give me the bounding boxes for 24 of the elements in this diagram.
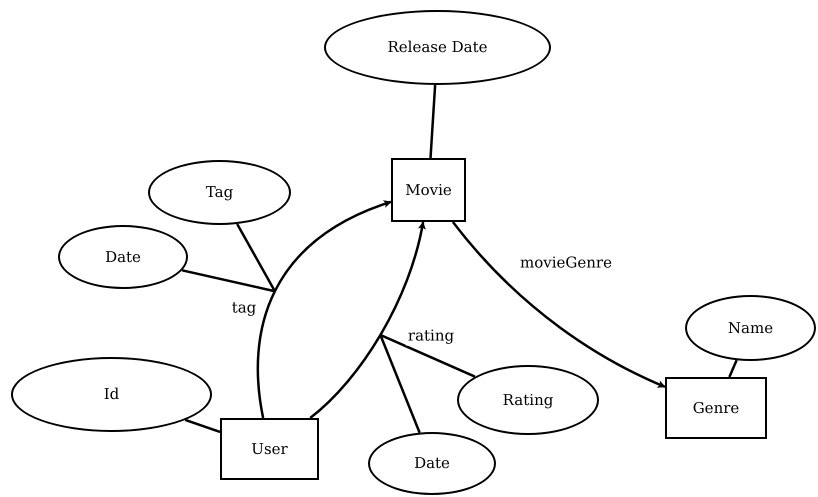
node-label: Date	[414, 454, 450, 473]
node-label: Genre	[692, 398, 740, 418]
connector-line	[236, 223, 276, 292]
arrow	[452, 221, 666, 388]
node-label: Movie	[405, 180, 452, 200]
connector-line	[429, 84, 436, 158]
node-label: Date	[105, 248, 141, 266]
edge-label: rating	[406, 326, 456, 346]
connector-line	[182, 269, 276, 292]
connector-line	[379, 334, 421, 434]
node-label: Release Date	[387, 38, 488, 57]
arrow	[256, 200, 392, 418]
entity-box	[665, 377, 767, 439]
node-label: Rating	[502, 390, 554, 410]
connector-line	[728, 360, 738, 378]
arrow	[309, 221, 426, 419]
connector-line	[380, 334, 476, 378]
entity-box	[220, 418, 319, 480]
node-label: Id	[104, 385, 120, 404]
connector-line	[184, 418, 220, 434]
node-label: Name	[728, 318, 774, 338]
node-label: Tag	[206, 183, 234, 202]
entity-box	[391, 158, 466, 222]
node-label: User	[251, 440, 288, 458]
